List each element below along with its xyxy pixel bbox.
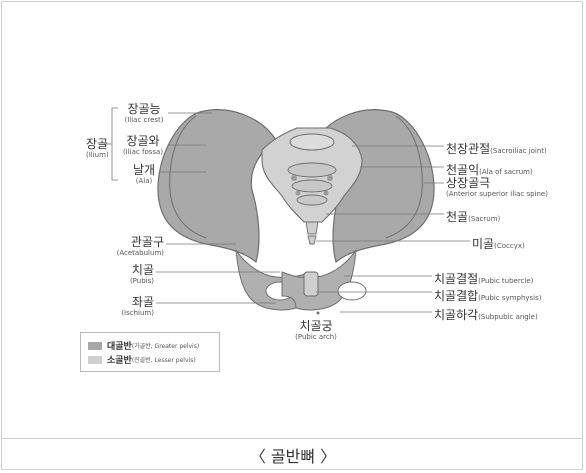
figure-caption: 〈 골반뼈 〉 [0, 443, 586, 467]
legend-greater-swatch [88, 342, 102, 350]
label-ilium-en: (Ilium) [86, 152, 109, 159]
label-coccyx-en: (Coccyx) [494, 242, 525, 250]
sacral-segment-2 [292, 180, 332, 192]
label-sacrum: 천골(Sacrum) [446, 208, 500, 224]
label-ala-sacrum-en: (Ala of sacrum) [479, 168, 533, 176]
label-ischium-en: (Ischium) [120, 310, 154, 317]
right-obturator-foramen [338, 282, 366, 300]
sacral-foramen-r1 [327, 175, 333, 181]
label-sacrum-en: (Sacrum) [468, 215, 500, 223]
label-asis-en: (Anterior superior iliac spine) [446, 191, 548, 198]
label-pubic-arch-ko: 치골궁 [290, 320, 342, 332]
label-sacroiliac: 천장관절(Sacroiliac joint) [446, 140, 547, 156]
label-iliac-crest-ko: 장골능 [122, 103, 166, 115]
label-ischium-ko: 좌골 [120, 296, 154, 308]
legend-greater-en: (가골반, Greater pelvis) [132, 341, 199, 350]
label-pubis-ko: 치골 [122, 264, 154, 276]
label-ischium: 좌골 (Ischium) [120, 296, 154, 317]
label-iliac-crest: 장골능 (Iliac crest) [122, 103, 166, 124]
sacral-foramen-r2 [324, 191, 329, 196]
legend-lesser-swatch [88, 356, 102, 364]
label-pubic-tubercle-ko: 치골결절 [434, 272, 478, 286]
legend-lesser-ko: 소골반 [107, 353, 132, 366]
label-ala-sacrum: 천골익(Ala of sacrum) [446, 161, 533, 177]
sacral-segment-1 [288, 163, 336, 177]
pubic-symphysis-shape [304, 272, 318, 296]
label-subpubic-angle-ko: 치골하각 [434, 308, 478, 322]
label-iliac-fossa: 장골와 (Iliac fossa) [119, 135, 167, 156]
sacral-segment-3 [297, 195, 327, 205]
label-coccyx: 미골(Coccyx) [472, 235, 525, 251]
label-sacrum-ko: 천골 [446, 210, 468, 224]
pubic-arch-marker [317, 312, 320, 315]
left-ilium-shape [158, 110, 276, 262]
label-acetabulum-ko: 관골구 [110, 236, 164, 248]
label-pubis: 치골 (Pubis) [122, 264, 154, 285]
label-ala: 날개 (Ala) [129, 164, 159, 185]
label-ala-sacrum-ko: 천골익 [446, 163, 479, 177]
label-asis-ko: 상장골극 [446, 177, 548, 189]
label-pubic-tubercle-en: (Pubic tubercle) [478, 277, 533, 285]
sacral-promontory [290, 134, 334, 150]
label-coccyx-ko: 미골 [472, 237, 494, 251]
legend-greater-ko: 대골반 [107, 339, 132, 352]
label-sacroiliac-en: (Sacroiliac joint) [490, 147, 547, 155]
label-ala-ko: 날개 [129, 164, 159, 176]
label-pubis-en: (Pubis) [122, 278, 154, 285]
label-subpubic-angle: 치골하각(Subpubic angle) [434, 306, 538, 322]
label-pubic-arch: 치골궁 (Pubic arch) [290, 320, 342, 341]
legend: 대골반 (가골반, Greater pelvis) 소골반 (진골반, Less… [80, 332, 220, 372]
label-acetabulum: 관골구 (Acetabulum) [110, 236, 164, 257]
label-pubic-arch-en: (Pubic arch) [290, 334, 342, 341]
label-pubic-symphysis-en: (Pubic symphysis) [478, 294, 541, 302]
sacral-foramen-l2 [296, 191, 301, 196]
label-iliac-fossa-ko: 장골와 [119, 135, 167, 147]
legend-greater-pelvis: 대골반 (가골반, Greater pelvis) [88, 340, 199, 351]
legend-lesser-pelvis: 소골반 (진골반, Lesser pelvis) [88, 354, 196, 365]
label-sacroiliac-ko: 천장관절 [446, 142, 490, 156]
label-iliac-crest-en: (Iliac crest) [122, 117, 166, 124]
label-pubic-tubercle: 치골결절(Pubic tubercle) [434, 270, 533, 286]
label-ilium-ko: 장골 [86, 138, 109, 150]
label-pubic-symphysis-ko: 치골결합 [434, 289, 478, 303]
label-ala-en: (Ala) [129, 178, 159, 185]
label-acetabulum-en: (Acetabulum) [110, 250, 164, 257]
label-asis: 상장골극 (Anterior superior iliac spine) [446, 177, 548, 198]
label-pubic-symphysis: 치골결합(Pubic symphysis) [434, 287, 542, 303]
sacral-foramen-l1 [291, 175, 297, 181]
label-subpubic-angle-en: (Subpubic angle) [478, 313, 538, 321]
legend-lesser-en: (진골반, Lesser pelvis) [132, 355, 196, 364]
label-iliac-fossa-en: (Iliac fossa) [119, 149, 167, 156]
label-ilium: 장골 (Ilium) [86, 138, 109, 159]
